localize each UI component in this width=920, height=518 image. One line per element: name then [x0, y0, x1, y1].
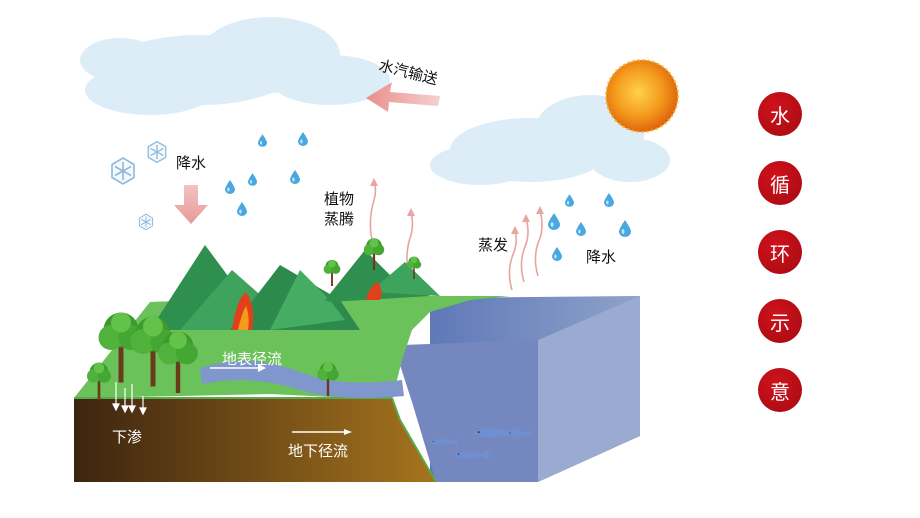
title-char: 示 [758, 299, 802, 343]
cloud-icon [430, 95, 670, 185]
label-precip-right: 降水 [586, 248, 616, 266]
soil-block [74, 397, 437, 483]
sun-icon [605, 59, 679, 133]
raindrop-icon [258, 134, 267, 147]
raindrop-icon [225, 180, 235, 194]
raindrop-icon [619, 220, 631, 237]
raindrop-icon [552, 247, 562, 261]
title-char: 循 [758, 161, 802, 205]
evaporation-arrowheads [370, 178, 544, 234]
label-plant-transpiration-line2: 蒸腾 [324, 210, 354, 228]
arrow-icon [174, 185, 208, 224]
raindrop-icon [576, 222, 586, 236]
cloud-icon [80, 17, 390, 115]
label-plant-transpiration-line1: 植物 [324, 190, 354, 208]
title-column: 水 循 环 示 意 [752, 92, 808, 437]
raindrop-icon [298, 132, 308, 146]
raindrop-icon [565, 194, 574, 207]
title-char: 水 [758, 92, 802, 136]
fire-icon [232, 282, 382, 330]
arrow-icon [292, 429, 352, 435]
raindrop-icon [604, 193, 614, 207]
label-evaporation: 蒸发 [478, 236, 508, 254]
ocean-block [400, 296, 640, 482]
raindrop-icon [290, 170, 300, 184]
tree-icon [323, 259, 341, 286]
label-underground-runoff: 地下径流 [288, 442, 348, 460]
raindrop-icon [548, 213, 560, 230]
label-precip-left: 降水 [176, 154, 206, 172]
snowflake-icon [138, 213, 154, 231]
raindrop-icon [237, 202, 247, 216]
snowflake-icon [111, 157, 135, 185]
title-char: 意 [758, 368, 802, 412]
label-infiltration: 下渗 [112, 428, 142, 446]
raindrops-left [225, 132, 308, 216]
arrow-icon [366, 82, 440, 112]
raindrop-icon [248, 173, 257, 186]
infiltration-arrows [112, 382, 147, 416]
label-surface-runoff: 地表径流 [222, 350, 282, 368]
river [200, 360, 404, 398]
arrow-icon [210, 364, 266, 372]
title-char: 环 [758, 230, 802, 274]
snowflake-icon [147, 140, 167, 164]
